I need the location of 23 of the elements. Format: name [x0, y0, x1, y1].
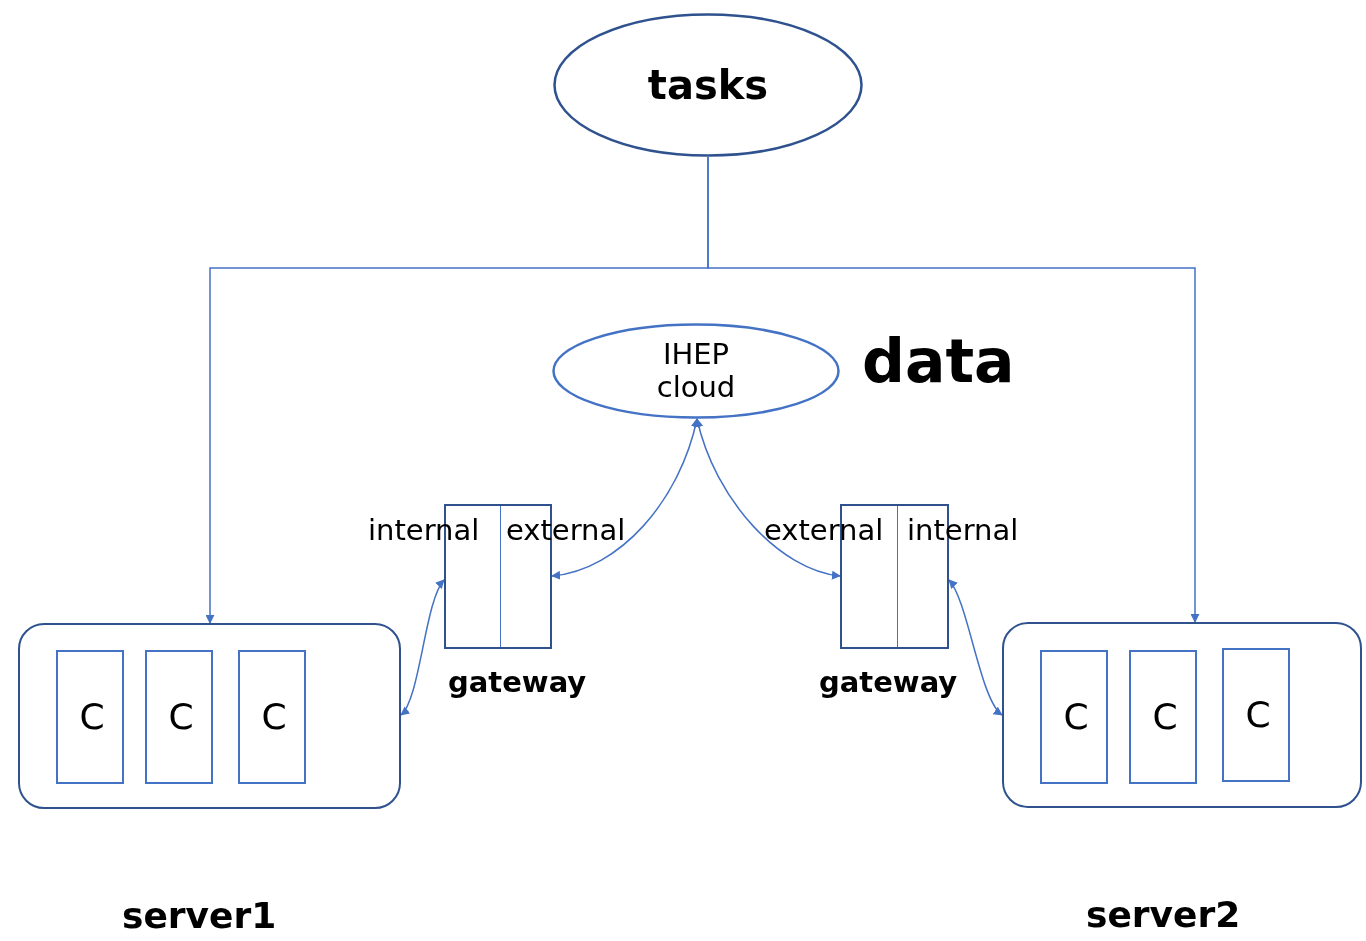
container-label: C: [78, 696, 106, 738]
container-box: [56, 650, 124, 784]
arrow: [400, 579, 445, 716]
container-label: C: [167, 696, 195, 738]
node-label: gateway: [448, 666, 587, 700]
node-label: IHEP cloud: [655, 337, 737, 405]
container-box: [1129, 650, 1197, 784]
node-label: server1: [122, 895, 277, 937]
container-label: C: [1151, 696, 1179, 738]
container-box: [1040, 650, 1108, 784]
node-label: server2: [1086, 894, 1241, 936]
container-label: C: [1062, 696, 1090, 738]
container-box: [145, 650, 213, 784]
container-box: [238, 650, 306, 784]
side-label: data: [862, 327, 1015, 396]
container-label: C: [260, 696, 288, 738]
arrow: [948, 579, 1003, 716]
task-ellipse: [553, 13, 863, 157]
arrow: [707, 156, 1200, 623]
node-label: tasks: [646, 62, 770, 108]
container-label: C: [1244, 694, 1272, 736]
node-label: gateway: [819, 666, 958, 700]
container-box: [1222, 648, 1290, 782]
